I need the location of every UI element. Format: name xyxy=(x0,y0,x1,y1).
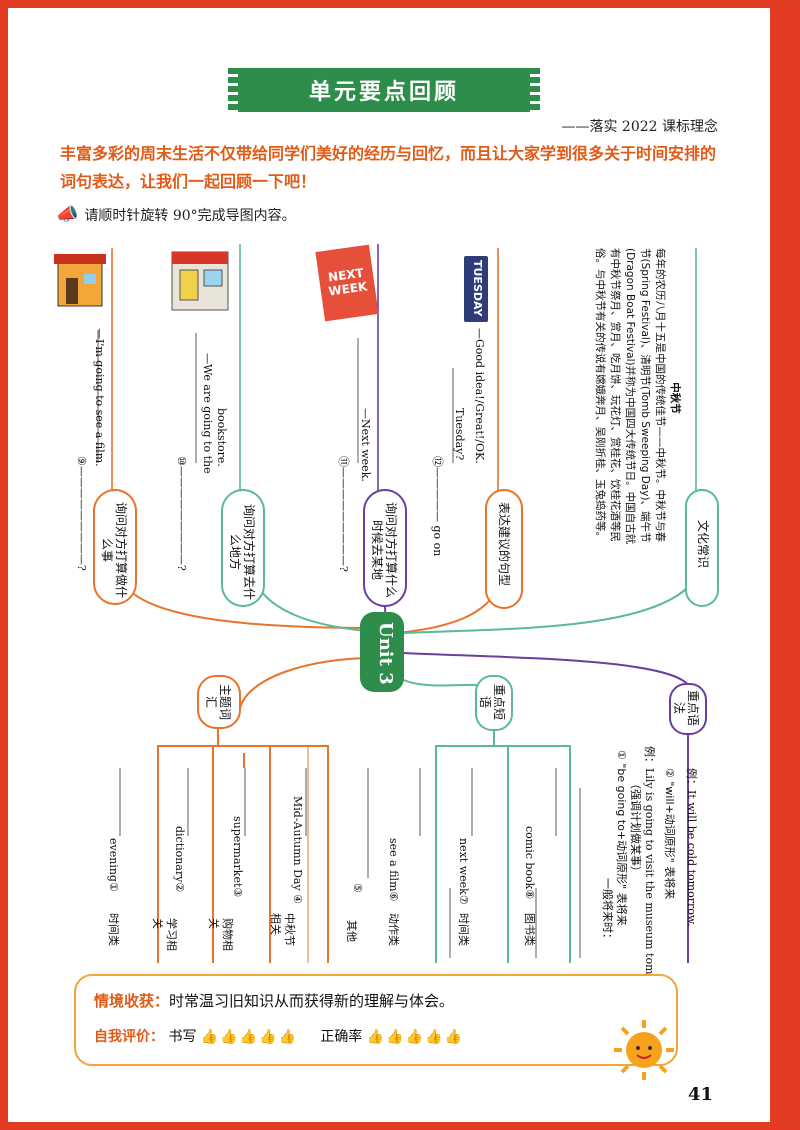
next-week-image: NEXT WEEK xyxy=(315,244,379,322)
eval-row: 自我评价： 书写 👍👍👍👍👍 正确率 👍👍👍👍👍 xyxy=(94,1026,464,1046)
grammar-example-1: 例：Lily is going to visit the museum tomo… xyxy=(643,746,656,1010)
b4-response: —Good idea!/Great!/OK. xyxy=(473,328,486,464)
vocab-cat-6: 动作类 xyxy=(387,913,400,946)
b3-question: ⑪—————————? xyxy=(337,456,350,572)
grammar-example-2: 例：It will be cold tomorrow. xyxy=(685,768,698,927)
vocab-cat-3: 购物相关 xyxy=(207,918,234,951)
accuracy-rating-icon[interactable]: 👍👍👍👍👍 xyxy=(366,1029,464,1045)
cinema-image xyxy=(52,250,108,310)
page: 单元要点回顾 ——落实 2022 课标理念 丰富多彩的周末生活不仅带给同学们美好… xyxy=(8,8,770,1122)
vocab-oval-label: 主题词汇 xyxy=(204,684,232,721)
culture-text: 每年的农历八月十五是中国的传统佳节——中秋节。中秋节与春节(Spring Fes… xyxy=(594,248,666,545)
next-week-label: NEXT WEEK xyxy=(327,265,369,299)
vocab-word-6: see a film⑥ xyxy=(387,838,400,902)
grammar-rule-1: ① "be going to+动词原形" 表将来 xyxy=(615,750,628,926)
b2-answer: —We are going to the xyxy=(201,353,214,474)
b3-answer: —Next week. xyxy=(359,408,372,482)
b1-oval-label: 询问对方打算做什么事 xyxy=(100,502,128,599)
eval-label: 自我评价： xyxy=(94,1029,164,1045)
instruction-text: 请顺时针旋转 90°完成导图内容。 xyxy=(84,207,296,224)
tuesday-sign: TUESDAY xyxy=(464,256,488,322)
vocab-cat-5: 其他 xyxy=(345,920,358,942)
section-title: 单元要点回顾 xyxy=(228,68,540,112)
tuesday-label: TUESDAY xyxy=(471,260,484,317)
write-rating-icon[interactable]: 👍👍👍👍👍 xyxy=(200,1029,299,1045)
b4-answer: Tuesday? xyxy=(453,408,466,461)
culture-block: 中秋节 每年的农历八月十五是中国的传统佳节——中秋节。中秋节与春节(Spring… xyxy=(592,248,682,548)
grammar-rule-1-note: （强调计划做某事） xyxy=(629,778,642,877)
grammar-rule-2: ② "will+动词原形" 表将来 xyxy=(663,768,676,900)
b2-oval-label: 询问对方打算去什么地方 xyxy=(228,503,256,600)
subtitle: ——落实 2022 课标理念 xyxy=(561,119,718,135)
b2-answer-cont: bookstore. xyxy=(215,408,228,467)
culture-title: 中秋节 xyxy=(669,382,681,414)
gain-label: 情境收获： xyxy=(94,992,170,1010)
write-label: 书写 xyxy=(168,1029,197,1045)
vocab-word-1: evening① xyxy=(107,838,120,892)
instruction: 📣 请顺时针旋转 90°完成导图内容。 xyxy=(56,204,296,225)
phrase-cat-1: 时间类 xyxy=(457,913,470,946)
phrase-word-2: comic book⑧ xyxy=(523,826,536,900)
gain-text: 时常温习旧知识从而获得新的理解与体会。 xyxy=(169,992,455,1010)
vocab-word-4: Mid-Autumn Day ④ xyxy=(291,796,304,905)
phrase-cat-2: 图书类 xyxy=(523,913,536,946)
megaphone-icon: 📣 xyxy=(56,204,79,225)
grammar-oval-label: 重点语法 xyxy=(672,690,700,727)
gain-row: 情境收获：时常温习旧知识从而获得新的理解与体会。 xyxy=(94,990,454,1011)
center-node: Unit 3 xyxy=(360,612,404,692)
phrase-word-1: next week⑦ xyxy=(457,838,470,905)
b4-oval-label: 表达建议的句型 xyxy=(497,502,511,587)
mind-map-lines xyxy=(93,244,719,963)
b1-answer: —I'm going to see a film. xyxy=(93,328,106,467)
b4-question: ⑫————— go on xyxy=(431,456,444,557)
b5-oval-label: 文化常识 xyxy=(696,520,710,569)
vocab-cat-2: 学习相关 xyxy=(151,918,178,951)
vocab-cat-1: 时间类 xyxy=(107,913,120,946)
accuracy-label: 正确率 xyxy=(320,1029,363,1045)
vocab-word-3: supermarket③ xyxy=(231,816,244,898)
b2-question: ⑩—————————? xyxy=(175,456,188,571)
reflection-box: 情境收获：时常温习旧知识从而获得新的理解与体会。 自我评价： 书写 👍👍👍👍👍 … xyxy=(74,974,678,1066)
vocab-cat-4: 中秋节相关 xyxy=(269,913,296,946)
intro-text: 丰富多彩的周末生活不仅带给同学们美好的经历与回忆，而且让大家学到很多关于时间安排… xyxy=(60,144,717,191)
b3-oval-label: 询问对方打算什么时候去某地 xyxy=(370,501,398,598)
bookstore-icon xyxy=(171,251,229,311)
vocab-word-2: dictionary② xyxy=(173,826,186,893)
page-number: 41 xyxy=(688,1084,714,1105)
center-label: Unit 3 xyxy=(375,622,396,685)
cinema-icon xyxy=(54,254,106,307)
sun-icon xyxy=(614,1020,674,1080)
phrases-oval-label: 重点短语 xyxy=(478,684,506,721)
b1-question: ⑨—————————? xyxy=(75,456,88,571)
vocab-word-5: ⑤ xyxy=(351,883,364,893)
bookstore-image xyxy=(166,246,234,316)
grammar-title: 一般将来时： xyxy=(601,878,614,944)
